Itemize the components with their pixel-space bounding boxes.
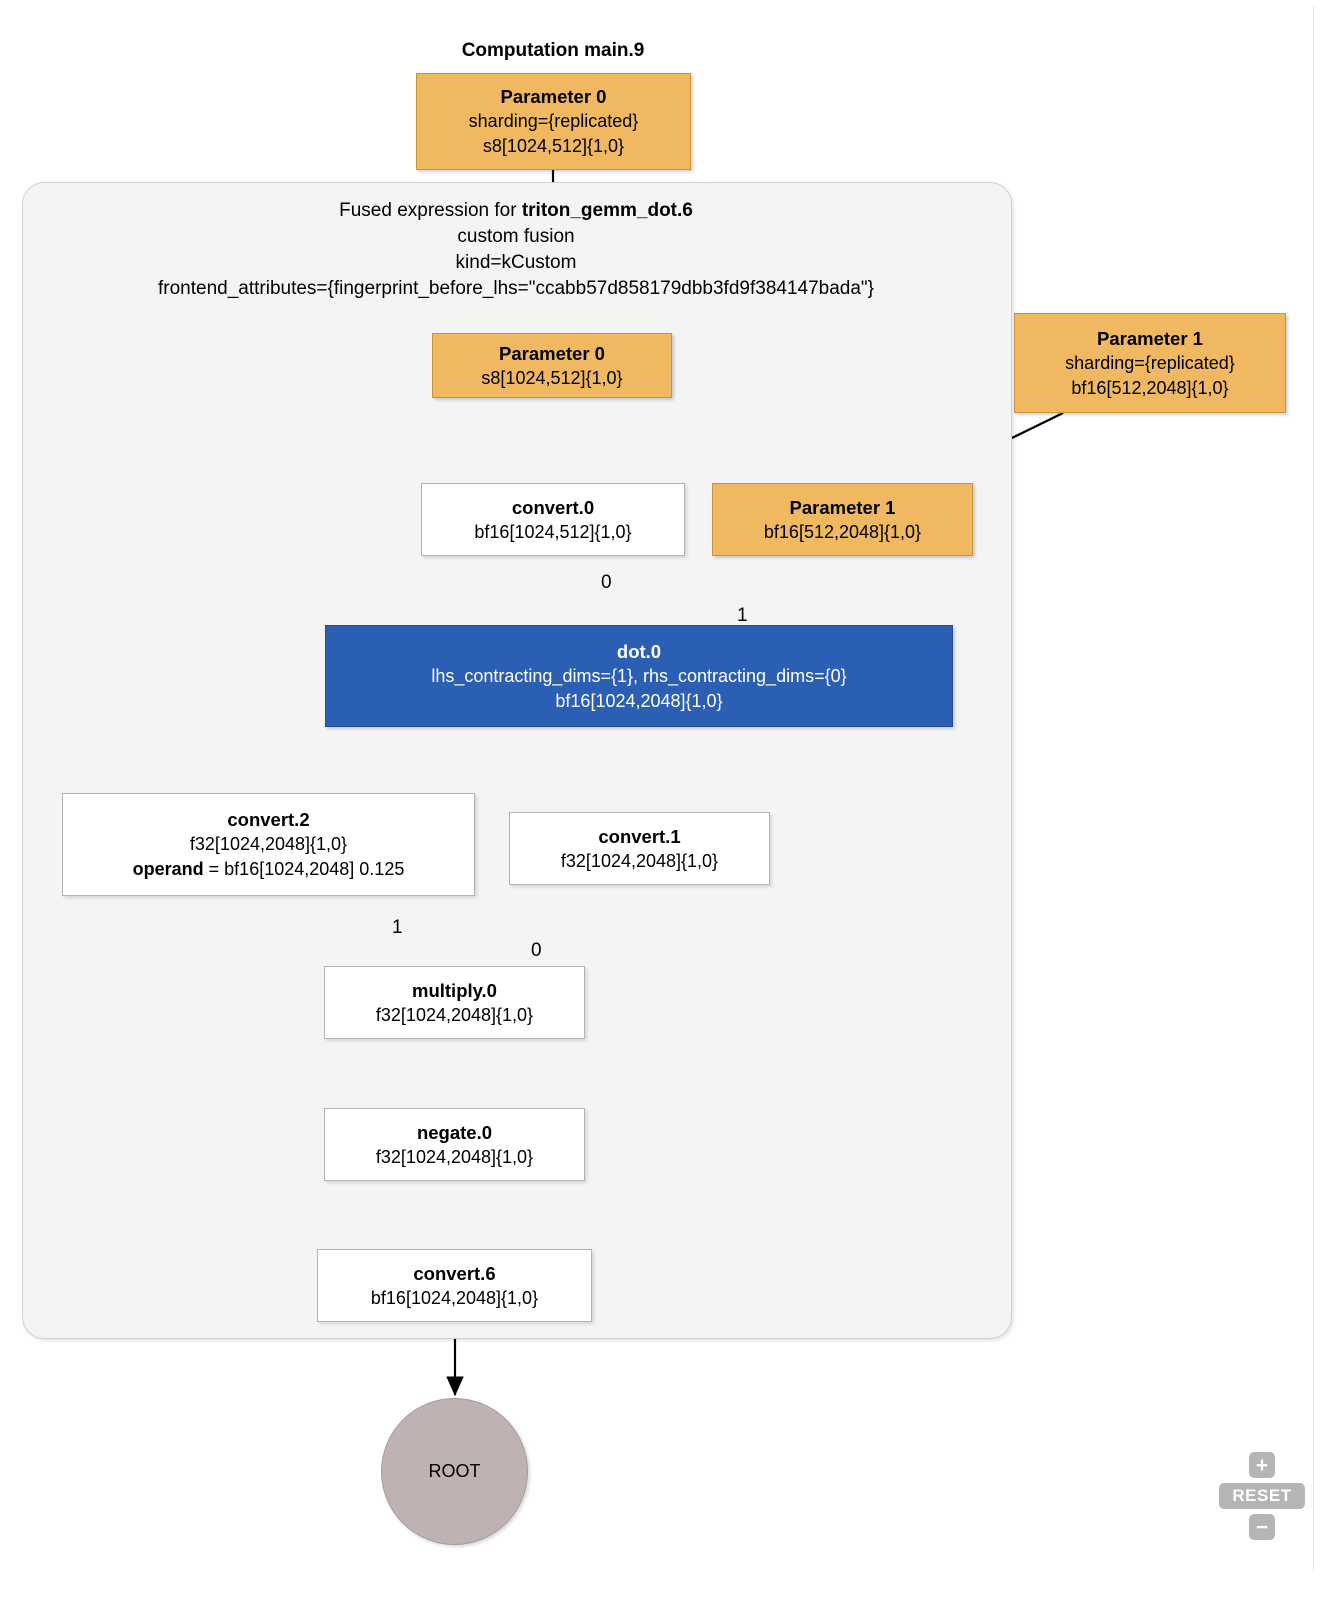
node-title: negate.0 <box>416 1121 493 1143</box>
node-title: Parameter 0 <box>500 86 607 107</box>
fusion-label-name: triton_gemm_dot.6 <box>521 200 693 221</box>
node-title: Parameter 1 <box>1097 327 1203 349</box>
node-shape: bf16[512,2048]{1,0} <box>763 521 922 542</box>
edge-label-convert0-to-dot0: 0 <box>601 572 612 593</box>
fusion-label-line-1: Fused expression for triton_gemm_dot.6 <box>22 198 1010 224</box>
node-shape: f32[1024,2048]{1,0} <box>375 1146 534 1167</box>
node-shape: bf16[1024,2048]{1,0} <box>555 690 723 711</box>
node-negate-0[interactable]: negate.0 f32[1024,2048]{1,0} <box>324 1108 585 1181</box>
node-shape: s8[1024,512]{1,0} <box>482 136 625 156</box>
node-convert-6[interactable]: convert.6 bf16[1024,2048]{1,0} <box>317 1249 592 1322</box>
node-title: multiply.0 <box>412 979 497 1001</box>
node-shape: f32[1024,2048]{1,0} <box>189 834 348 854</box>
node-title: convert.6 <box>413 1262 496 1284</box>
node-title: ROOT <box>428 1461 481 1481</box>
node-title: convert.2 <box>227 809 310 830</box>
fusion-label-prefix: Fused expression for <box>339 200 522 221</box>
fusion-label-line-2: custom fusion <box>457 226 575 247</box>
node-dims: lhs_contracting_dims={1}, rhs_contractin… <box>431 665 847 686</box>
node-root[interactable]: ROOT <box>381 1398 528 1545</box>
zoom-reset-button[interactable]: RESET <box>1219 1483 1305 1509</box>
node-title: convert.1 <box>598 825 681 847</box>
node-sharding: sharding={replicated} <box>1065 352 1235 373</box>
zoom-out-button[interactable]: − <box>1249 1514 1275 1540</box>
node-operand: operand = bf16[1024,2048] 0.125 <box>133 857 405 882</box>
node-title: dot.0 <box>616 640 662 662</box>
fusion-label-line-3: kind=kCustom <box>455 252 577 273</box>
zoom-in-button[interactable]: + <box>1249 1452 1275 1478</box>
node-shape: bf16[1024,512]{1,0} <box>474 521 632 542</box>
node-parameter-1-outer[interactable]: Parameter 1 sharding={replicated} bf16[5… <box>1014 313 1286 413</box>
node-title: Parameter 0 <box>499 342 605 364</box>
node-sharding: sharding={replicated} <box>468 111 639 131</box>
node-shape: s8[1024,512]{1,0} <box>481 367 623 388</box>
node-convert-0[interactable]: convert.0 bf16[1024,512]{1,0} <box>421 483 685 556</box>
node-title: convert.0 <box>511 496 595 518</box>
node-multiply-0[interactable]: multiply.0 f32[1024,2048]{1,0} <box>324 966 585 1039</box>
edge-label-convert2-to-multiply0: 1 <box>392 917 403 938</box>
node-shape: f32[1024,2048]{1,0} <box>560 850 719 871</box>
edge-label-param1-to-dot0: 1 <box>737 605 748 626</box>
node-parameter-0-inner[interactable]: Parameter 0 s8[1024,512]{1,0} <box>432 333 672 398</box>
node-parameter-0-outer[interactable]: Parameter 0 sharding={replicated} s8[102… <box>416 73 691 170</box>
zoom-controls: + RESET − <box>1219 1452 1305 1540</box>
node-parameter-1-inner[interactable]: Parameter 1 bf16[512,2048]{1,0} <box>712 483 973 556</box>
node-convert-1[interactable]: convert.1 f32[1024,2048]{1,0} <box>509 812 770 885</box>
node-operand-value: = bf16[1024,2048] 0.125 <box>203 859 405 879</box>
node-shape: f32[1024,2048]{1,0} <box>375 1004 534 1025</box>
fusion-label-line-4: frontend_attributes={fingerprint_before_… <box>157 278 875 299</box>
edge-label-convert1-to-multiply0: 0 <box>531 940 542 961</box>
node-operand-key: operand <box>132 859 204 879</box>
graph-title: Computation main.9 <box>461 40 645 61</box>
viewport-divider <box>1313 6 1314 1571</box>
node-convert-2[interactable]: convert.2 f32[1024,2048]{1,0} operand = … <box>62 793 475 896</box>
node-shape: bf16[512,2048]{1,0} <box>1071 377 1229 398</box>
node-shape: bf16[1024,2048]{1,0} <box>370 1287 539 1308</box>
node-dot-0[interactable]: dot.0 lhs_contracting_dims={1}, rhs_cont… <box>325 625 953 727</box>
node-title: Parameter 1 <box>789 496 896 518</box>
fusion-cluster-label: Fused expression for triton_gemm_dot.6 c… <box>22 198 1010 302</box>
